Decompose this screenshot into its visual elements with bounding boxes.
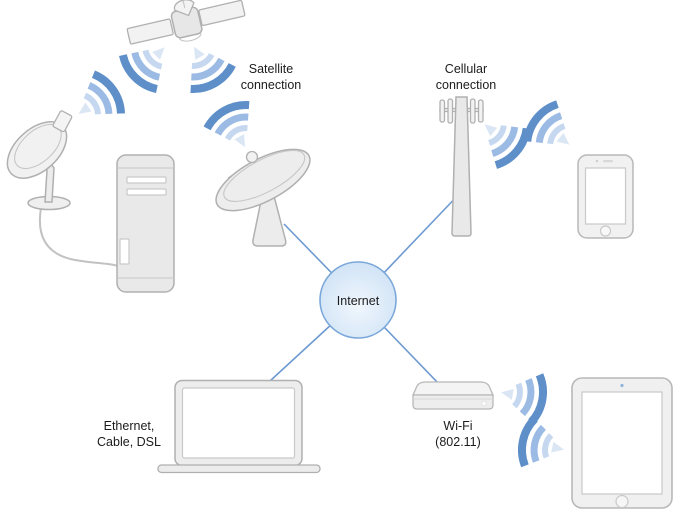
router-led: [481, 400, 487, 407]
home-satellite-dish-icon: [6, 110, 119, 267]
internet-hub-label: Internet: [336, 294, 380, 308]
phone-speaker-slit: [603, 160, 613, 163]
internet-hub-circle: [319, 261, 397, 339]
satellite-connection-label: Satellite connection: [240, 62, 302, 92]
satellite-icon: [126, 0, 246, 45]
cell-tower-icon: [439, 96, 484, 237]
wifi-router-icon: [411, 381, 495, 410]
desktop-tower-icon: [116, 154, 175, 293]
wireless-signal-tablet-to-router: [518, 417, 569, 473]
cellular-connection-label: Cellular connection: [435, 62, 497, 92]
dish-to-pc-cable: [38, 207, 119, 267]
wireless-signal-ground-dish-to-satellite: [204, 99, 266, 159]
ground-station-dish-icon: [215, 148, 311, 247]
wireless-signal-phone-to-tower: [522, 100, 585, 164]
wireless-signal-home-dish-to-satellite: [65, 70, 127, 133]
phone-camera-dot: [595, 159, 599, 163]
wireless-signal-router-to-tablet: [497, 369, 547, 424]
tablet-icon: [571, 377, 673, 509]
tablet-camera-dot: [620, 383, 624, 388]
laptop-icon: [157, 379, 321, 474]
wifi-80211-label: Wi-Fi (802.11): [435, 419, 481, 449]
ethernet-cable-dsl-label: Ethernet, Cable, DSL: [97, 419, 161, 449]
smartphone-icon: [577, 154, 634, 239]
